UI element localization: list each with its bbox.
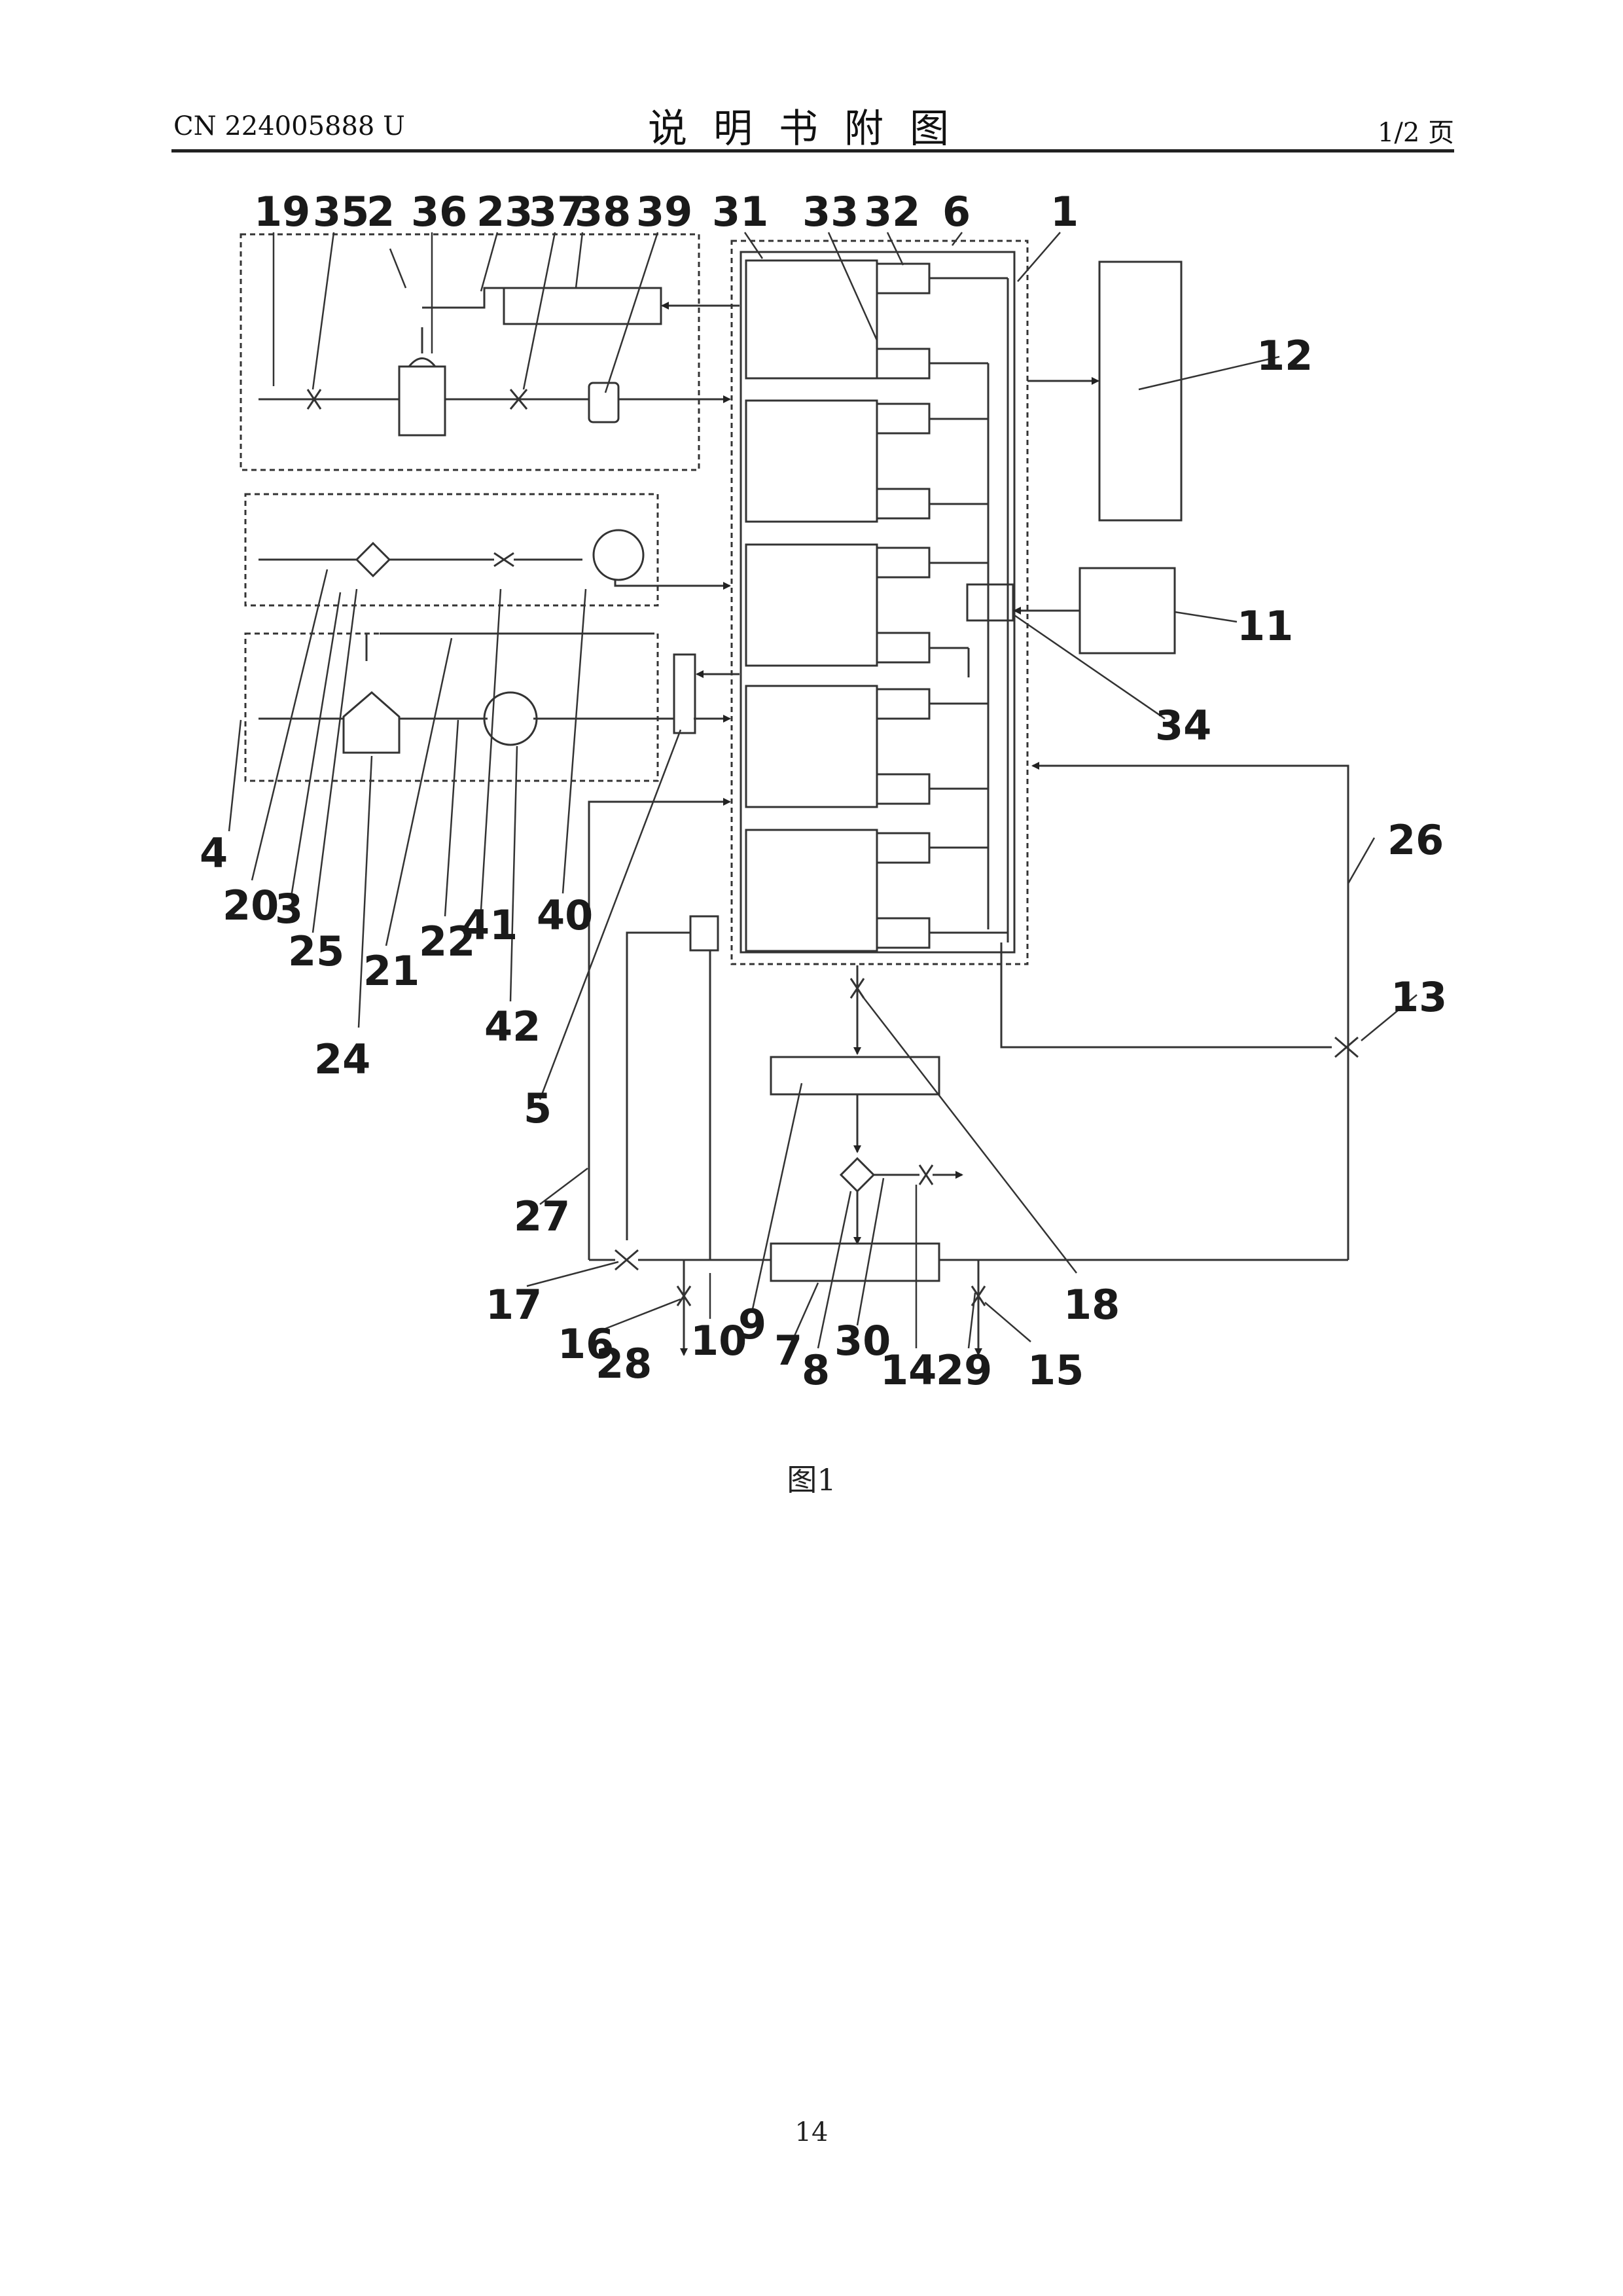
- label-19: 19: [254, 188, 310, 236]
- line-to-valve-17: [627, 933, 690, 1240]
- label-20: 20: [223, 882, 279, 929]
- radiator-5: [674, 655, 695, 733]
- fuel-cell-stack-2: [746, 401, 877, 522]
- label-14: 14: [880, 1346, 936, 1394]
- label-6: 6: [942, 188, 971, 236]
- fuel-cell-stack-3: [746, 545, 877, 666]
- monitor-signal-lines: [929, 278, 1008, 942]
- coolant-module-box: [245, 634, 658, 781]
- label-21: 21: [363, 947, 419, 995]
- line-27: [589, 802, 730, 1260]
- label-13: 13: [1391, 973, 1447, 1021]
- line-26: [1033, 766, 1348, 1260]
- label-28: 28: [596, 1340, 652, 1388]
- filter-25: [357, 543, 389, 576]
- fuel-cell-stack-1: [746, 260, 877, 378]
- label-36: 36: [411, 188, 467, 236]
- compressor-40: [594, 530, 643, 580]
- label-24: 24: [314, 1035, 370, 1083]
- label-31: 31: [712, 188, 768, 236]
- tank-7: [771, 1244, 939, 1281]
- label-7: 7: [774, 1327, 802, 1374]
- label-9: 9: [738, 1300, 766, 1348]
- air-to-stack: [615, 579, 730, 586]
- line-to-valve-13: [1001, 942, 1332, 1047]
- valve-17: [615, 1250, 638, 1270]
- tank-36-cap: [409, 359, 435, 367]
- valve-30: [919, 1165, 933, 1185]
- label-41: 41: [461, 901, 518, 949]
- label-42: 42: [484, 1003, 541, 1050]
- label-40: 40: [537, 891, 593, 939]
- gas-supply-module-box: [241, 234, 699, 470]
- label-2: 2: [366, 188, 395, 236]
- label-12: 12: [1257, 332, 1313, 380]
- label-5: 5: [524, 1085, 552, 1132]
- label-32: 32: [864, 188, 920, 236]
- sensor-39: [589, 383, 618, 422]
- fuel-cell-stack-5: [746, 830, 877, 951]
- label-4: 4: [200, 829, 228, 877]
- label-25: 25: [288, 927, 344, 975]
- valve-13: [1335, 1037, 1358, 1057]
- page-number: 14: [0, 2117, 1623, 2147]
- label-17: 17: [486, 1281, 542, 1329]
- label-23: 23: [476, 188, 533, 236]
- label-27: 27: [514, 1193, 570, 1240]
- block-11: [1080, 568, 1175, 653]
- coolant-tank-24: [344, 692, 399, 753]
- controller: [967, 584, 1013, 620]
- load-block-12: [1099, 262, 1181, 520]
- valve-41: [494, 553, 514, 566]
- label-33: 33: [802, 188, 859, 236]
- label-29: 29: [936, 1346, 992, 1394]
- label-1: 1: [1050, 188, 1079, 236]
- label-38: 38: [575, 188, 631, 236]
- label-26: 26: [1387, 816, 1444, 864]
- label-34: 34: [1155, 702, 1211, 749]
- valve-37: [504, 389, 538, 409]
- label-18: 18: [1063, 1281, 1120, 1329]
- label-15: 15: [1027, 1346, 1084, 1394]
- line-23: [422, 288, 504, 308]
- filter-8: [841, 1158, 874, 1191]
- label-11: 11: [1237, 602, 1293, 650]
- box-10: [690, 916, 718, 950]
- figure-caption: 图1: [0, 1456, 1623, 1499]
- label-35: 35: [313, 188, 369, 236]
- label-8: 8: [802, 1346, 830, 1394]
- air-supply-module-box: [245, 494, 658, 605]
- tank-36: [399, 367, 445, 435]
- label-3: 3: [275, 885, 303, 933]
- label-39: 39: [636, 188, 692, 236]
- cell-monitors: [877, 264, 929, 948]
- fuel-cell-stack-4: [746, 686, 877, 807]
